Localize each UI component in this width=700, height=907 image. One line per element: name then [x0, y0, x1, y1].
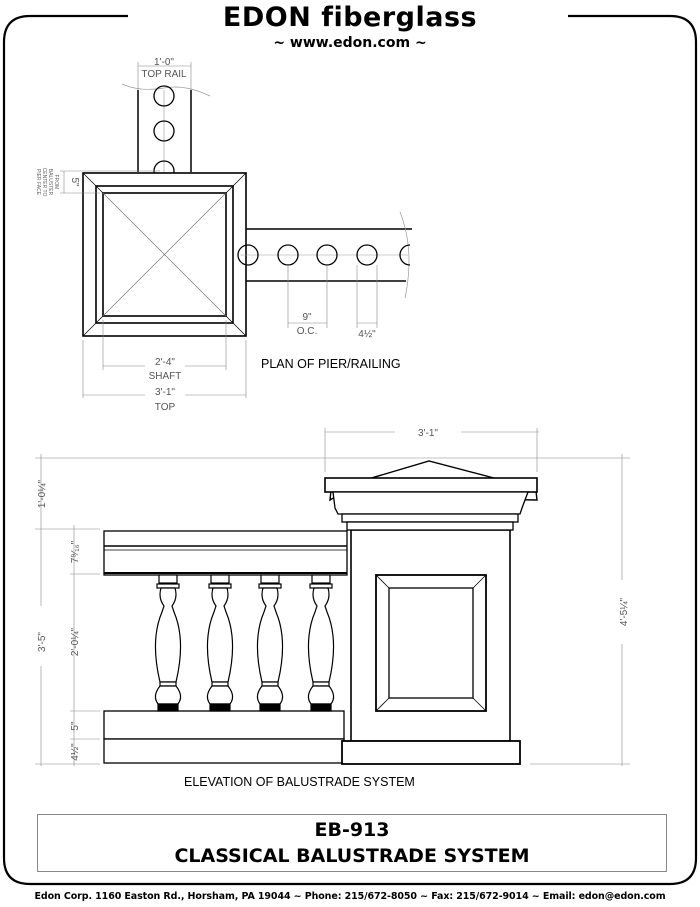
pier-total-height-label: 4'-5¼" [618, 597, 630, 626]
shaft-width-label: 2'-4" [155, 357, 175, 368]
baluster-offset-label: 5" [69, 177, 80, 187]
top-rail-width-label: 1'-0" [154, 57, 174, 68]
offset-note-3: CENTER TO [41, 168, 47, 197]
elevation-caption: ELEVATION OF BALUSTRADE SYSTEM [184, 775, 415, 789]
top-width-label: 3'-1" [155, 387, 175, 398]
rail-height-label: 7⁹⁄₁₆" [70, 540, 81, 563]
spacing-label: 9" [302, 312, 312, 323]
balusters [154, 574, 335, 712]
railing-total-height-label: 3'-5" [37, 632, 48, 652]
bottom-rail-height-label: 5" [70, 721, 81, 731]
pier-cap-width-label: 3'-1" [418, 428, 438, 439]
baluster-height-label: 2'-0¼" [69, 627, 81, 656]
spacing-oc-label: O.C. [297, 326, 318, 337]
top-label: TOP [155, 402, 176, 413]
base-height-label: 4½" [70, 743, 81, 761]
product-code: EB-913 [314, 819, 390, 841]
offset-note-1: FROM [53, 175, 59, 190]
shaft-label: SHAFT [149, 371, 182, 382]
cap-above-rail-label: 1'-0¼" [36, 479, 48, 508]
website-link[interactable]: ~ www.edon.com ~ [273, 35, 427, 51]
offset-note-4: PIER FACE [35, 169, 41, 196]
contact-footer: Edon Corp. 1160 Easton Rd., Horsham, PA … [34, 891, 666, 902]
product-name: CLASSICAL BALUSTRADE SYSTEM [174, 845, 530, 867]
brand-title: EDON fiberglass [222, 2, 478, 33]
offset-note-2: BALUSTER [47, 169, 53, 196]
baluster-diameter-label: 4½" [358, 329, 376, 340]
plan-caption: PLAN OF PIER/RAILING [261, 357, 401, 371]
top-rail-label: TOP RAIL [141, 69, 187, 80]
title-block: EB-913 CLASSICAL BALUSTRADE SYSTEM [37, 814, 667, 872]
